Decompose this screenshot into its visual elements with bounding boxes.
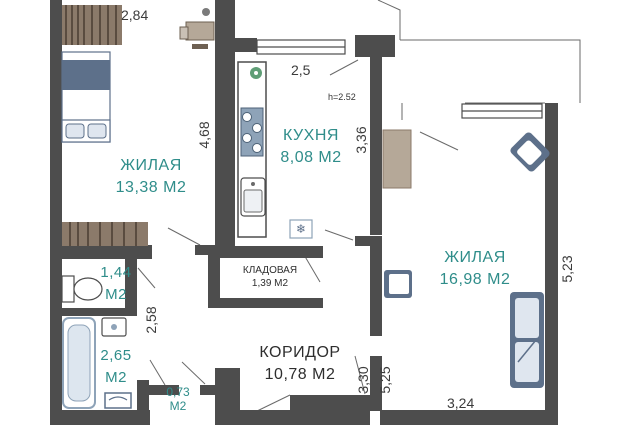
- room-corridor-name: КОРИДОР: [259, 344, 341, 361]
- walls: [50, 0, 558, 425]
- room-living2-area: 16,98 М2: [439, 271, 511, 288]
- svg-text:❄: ❄: [296, 222, 306, 236]
- room-kitchen-area: 8,08 М2: [280, 149, 342, 166]
- dim-3-36: 3,36: [353, 126, 369, 154]
- room-storage-area: 1,39 М2: [251, 278, 289, 289]
- room-bath-area-unit: М2: [105, 369, 127, 386]
- room-corridor-area: 10,78 М2: [264, 366, 336, 383]
- sink-icon: [240, 177, 266, 217]
- desk-icon: [179, 8, 215, 49]
- room-closet-area-num: 0,73: [166, 385, 190, 399]
- wardrobe-right: [382, 129, 412, 189]
- windows: [256, 39, 543, 119]
- plant-icon: [250, 67, 262, 79]
- room-storage-name: КЛАДОВАЯ: [242, 265, 298, 276]
- dim-5-25: 5,25: [377, 366, 393, 394]
- bed-icon: [61, 51, 111, 143]
- outline-lines: [137, 0, 581, 413]
- ceiling-height: h=2.52: [328, 92, 356, 102]
- stove-icon: [240, 107, 264, 157]
- room-living1-name: ЖИЛАЯ: [120, 157, 182, 174]
- dim-4-68: 4,68: [196, 121, 212, 149]
- fridge-icon: ❄: [289, 219, 313, 239]
- armchair-icon: [510, 132, 550, 172]
- dim-3-30: 3,30: [355, 366, 371, 394]
- laundry-basket-icon: [104, 392, 132, 409]
- armchair-icon-2: [384, 270, 412, 298]
- dim-5-23: 5,23: [559, 255, 575, 283]
- room-living1-area: 13,38 М2: [115, 179, 187, 196]
- dim-3-24: 3,24: [447, 395, 475, 411]
- wardrobe-bottom: [62, 222, 148, 246]
- bathtub-icon: [62, 317, 96, 409]
- room-kitchen-name: КУХНЯ: [283, 127, 339, 144]
- toilet-icon: [61, 275, 103, 303]
- room-wc-area-unit: М2: [105, 286, 127, 303]
- dim-2-5: 2,5: [291, 62, 311, 78]
- room-bath-area-num: 2,65: [100, 347, 132, 364]
- room-closet-area-unit: М2: [169, 399, 187, 413]
- sofa-icon: [510, 292, 544, 388]
- room-wc-area-num: 1,44: [100, 264, 132, 281]
- washbasin-icon: [101, 317, 127, 337]
- wardrobe-top: [62, 5, 122, 45]
- dim-2-84: 2,84: [121, 7, 149, 23]
- dim-2-58: 2,58: [143, 306, 159, 334]
- room-living2-name: ЖИЛАЯ: [444, 249, 506, 266]
